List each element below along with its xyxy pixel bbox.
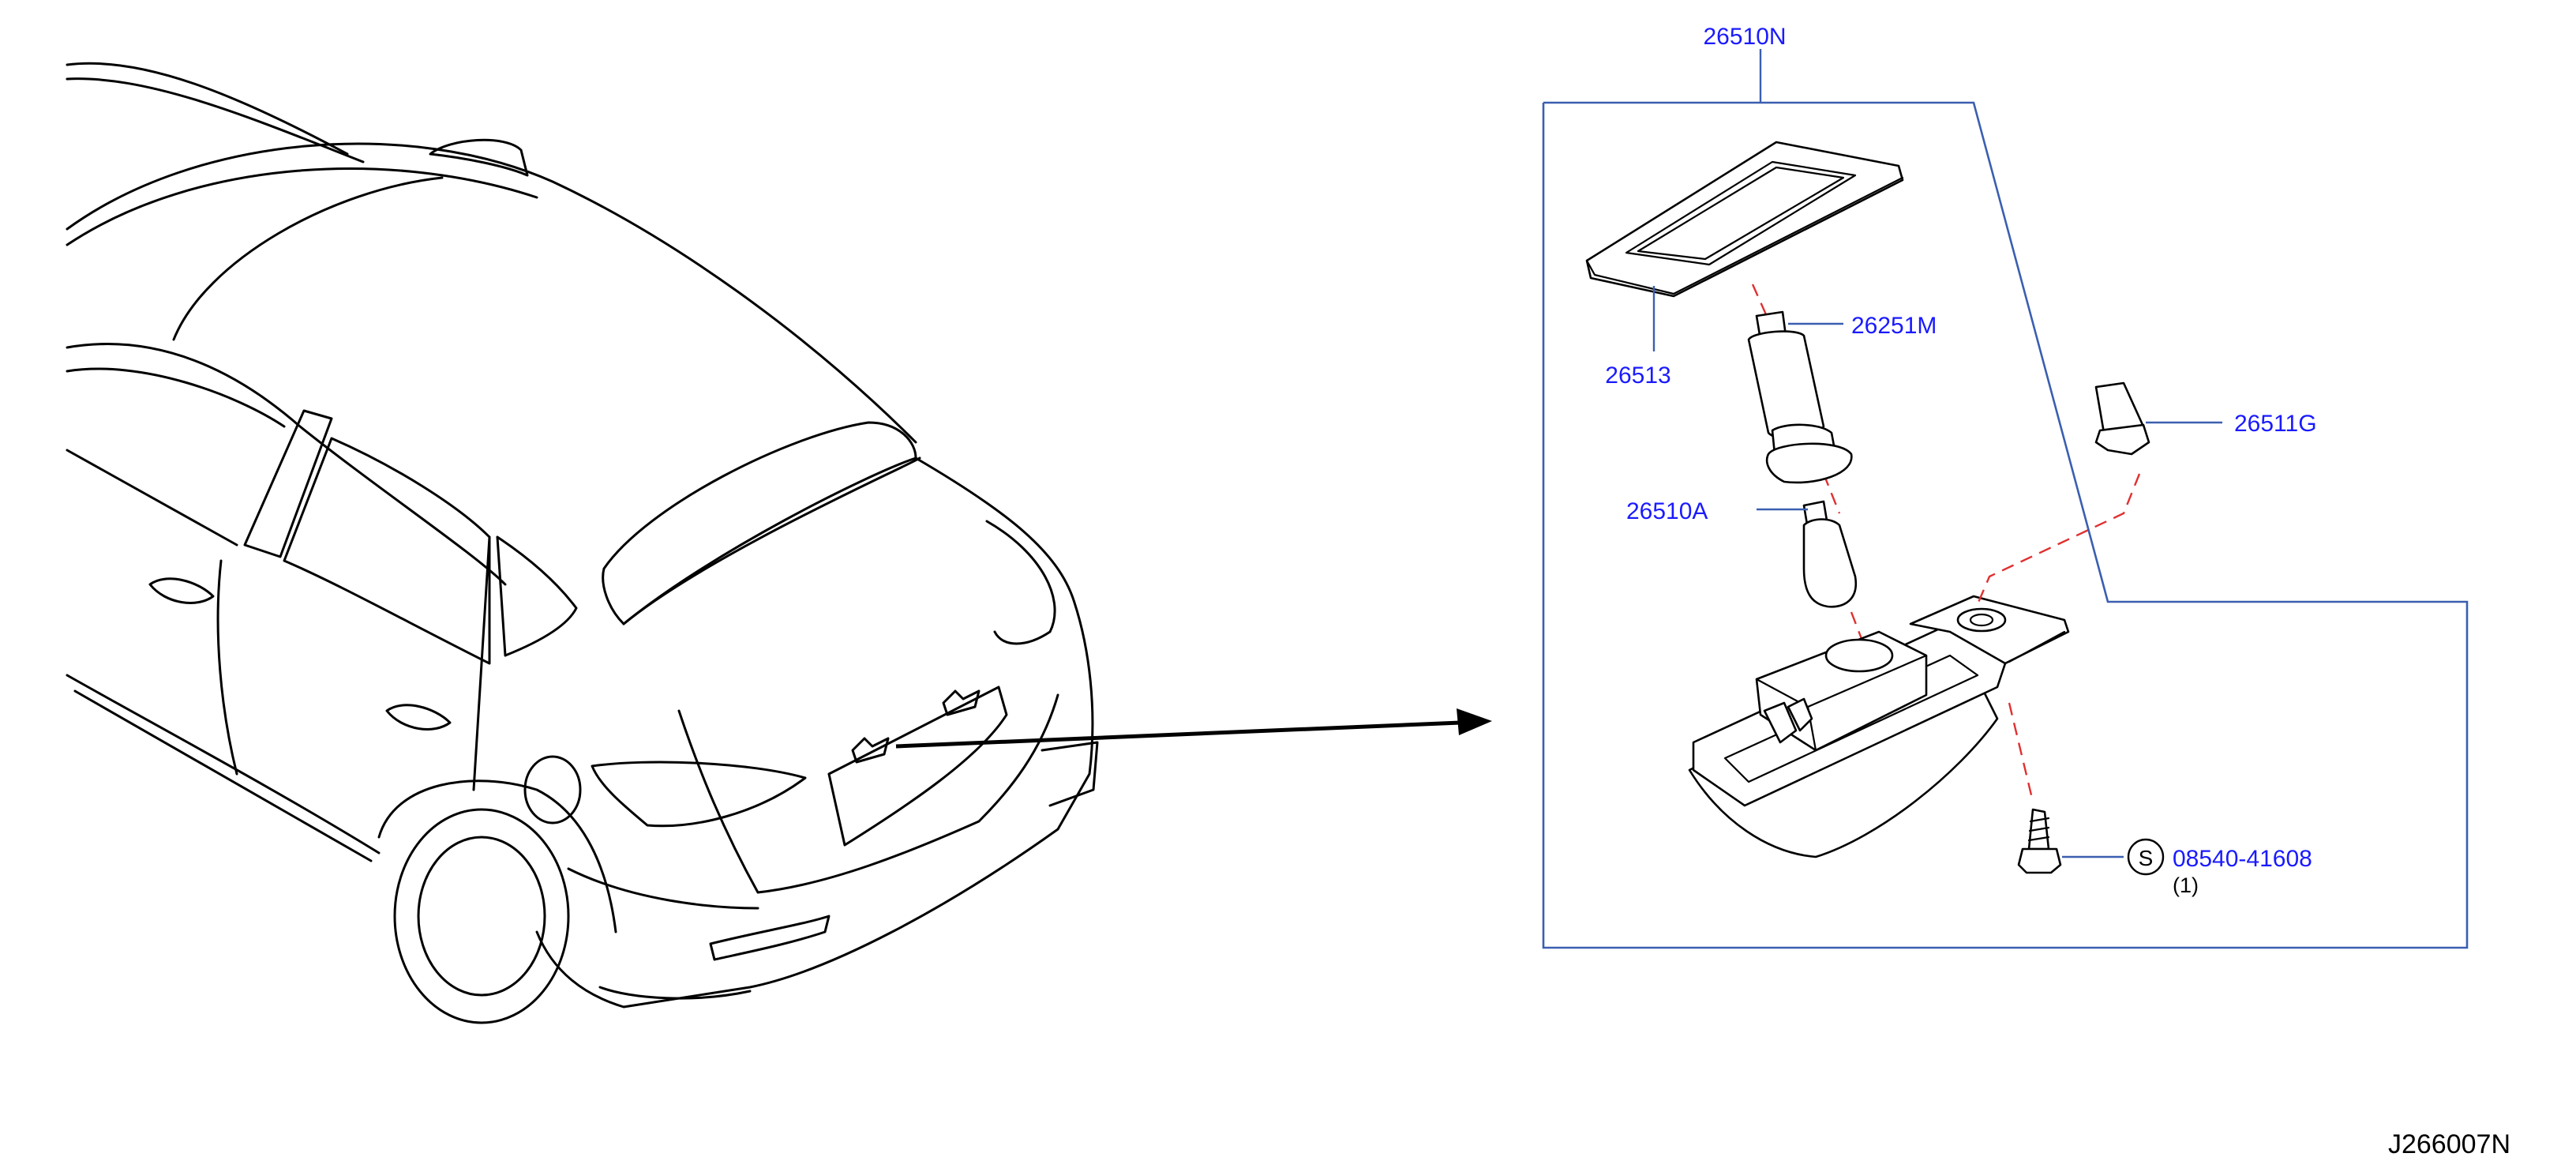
bulb-part — [1757, 500, 1858, 608]
standard-part-symbol-letter: S — [2139, 846, 2154, 870]
part-label-bulb: 26510A — [1626, 498, 1708, 524]
part-quantity-screw: (1) — [2173, 873, 2199, 897]
assembly-label: 26510N — [1703, 24, 1786, 50]
assembly-frame — [1542, 49, 2469, 949]
socket-part — [1747, 310, 1853, 484]
part-label-screw: 08540-41608 — [2173, 846, 2312, 872]
part-label-socket: 26251M — [1851, 313, 1937, 339]
screw-part — [2017, 808, 2124, 874]
part-label-clip: 26511G — [2234, 411, 2317, 437]
lamp-housing — [1688, 595, 2070, 858]
vehicle-rear-view — [66, 62, 1492, 1024]
drawing-code: J266007N — [2388, 1129, 2510, 1159]
standard-part-symbol: S — [2127, 838, 2165, 876]
lens-part — [1585, 141, 1904, 351]
clip-part — [2094, 381, 2222, 456]
part-label-lens: 26513 — [1605, 362, 1670, 389]
